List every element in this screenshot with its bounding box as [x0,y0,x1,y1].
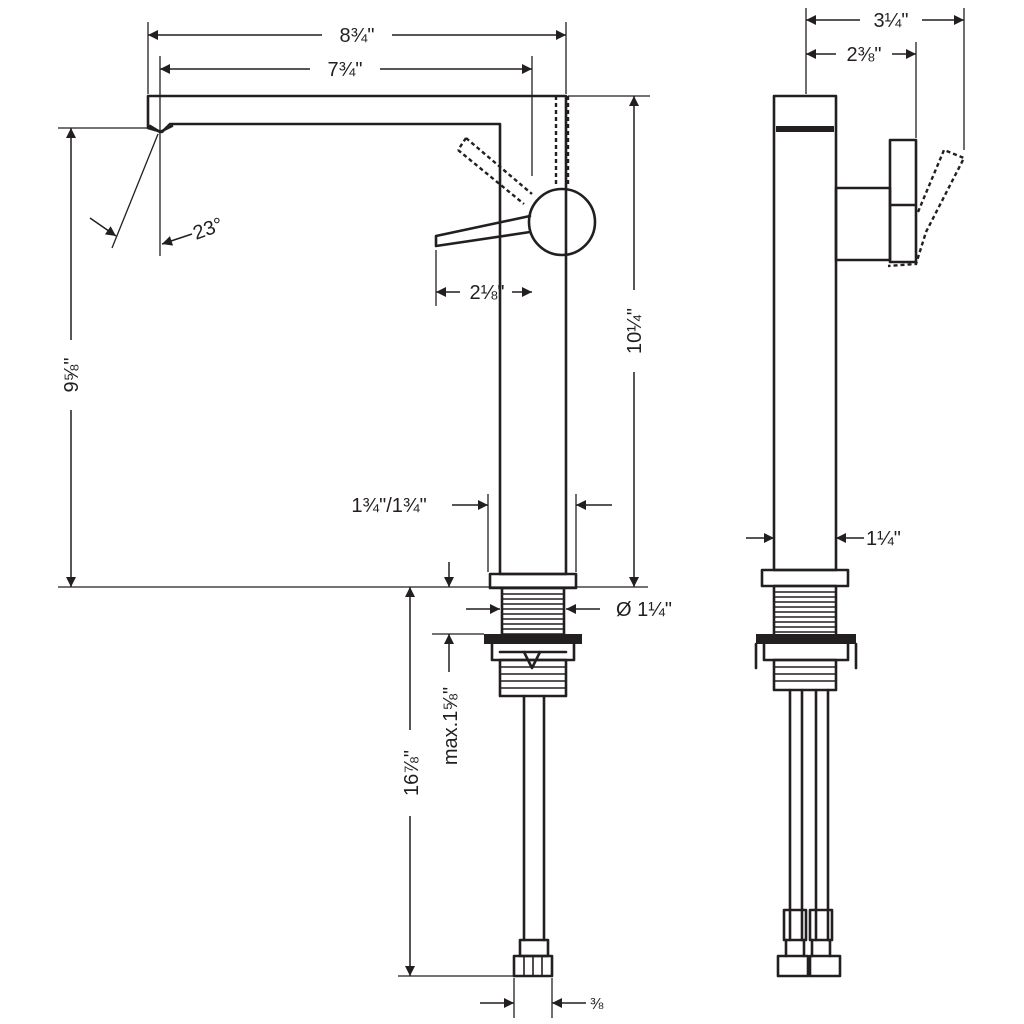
shank-threads [502,593,564,635]
mounting-nut [498,658,568,698]
hose-ferrule [518,938,550,958]
side-mounting-nut [772,658,838,692]
threaded-shank [500,586,566,640]
front-dimensions: 8¾" 7¾" 23° 2⅛" 9⅝" 10¼" 1¾"/1¾" [58,22,672,1018]
handle-alt-position-angled [457,137,533,205]
side-hose-ferrule-left [782,908,808,942]
label-spout-reach: 7¾" [328,59,363,81]
mounting-bracket [490,642,576,662]
handle-lever [434,214,532,248]
label-deck-thickness: max.1⅝" [440,687,462,765]
side-mounting-plate [756,634,856,644]
side-shank-threads [774,591,836,633]
side-mounting-bracket [754,642,858,670]
aerator [148,124,174,134]
side-threaded-shank [772,584,838,638]
label-body-width: 1¾"/1¾" [351,495,426,517]
label-handle-reach: 2⅛" [470,282,505,304]
spout-angle-ray [111,133,159,249]
base-collar [488,572,578,590]
side-base-collar [760,568,850,588]
label-shank-diameter: Ø 1¼" [616,599,672,621]
handle-hub [527,187,597,257]
side-body [772,94,838,572]
supply-hose [522,694,546,942]
label-side-depth: 3¼" [874,10,909,32]
label-spout-overall: 8¾" [340,25,375,47]
side-handle-hub [834,186,892,262]
label-overall-height: 10¼" [624,308,646,354]
nut-threads [500,666,566,689]
label-side-body-width: 1¼" [866,528,901,550]
label-side-handle-depth: 2⅜" [847,44,882,66]
side-nut-threads [774,666,836,682]
side-handle-lever [888,138,918,264]
side-spout-top [776,126,834,132]
side-dimensions: 3¼" 2⅜" 1¼" [746,8,965,550]
side-hose-connector-left [776,954,810,978]
label-spout-angle: 23° [190,214,226,245]
mounting-plate [484,634,582,644]
handle-alt-position-vertical [554,96,570,186]
label-supply-length: 16⅞" [401,750,423,796]
side-hose-connector-right [808,954,842,978]
side-view [754,94,966,978]
side-supply-hoses [788,688,830,942]
label-spout-height: 9⅝" [61,358,83,393]
connector-flats [523,956,543,976]
side-hose-ferrule-right [808,908,834,942]
front-view [146,94,597,978]
side-handle-alt-position [887,148,966,268]
label-supply-connector: ⅜ [590,996,604,1013]
mounting-clip [522,650,542,670]
